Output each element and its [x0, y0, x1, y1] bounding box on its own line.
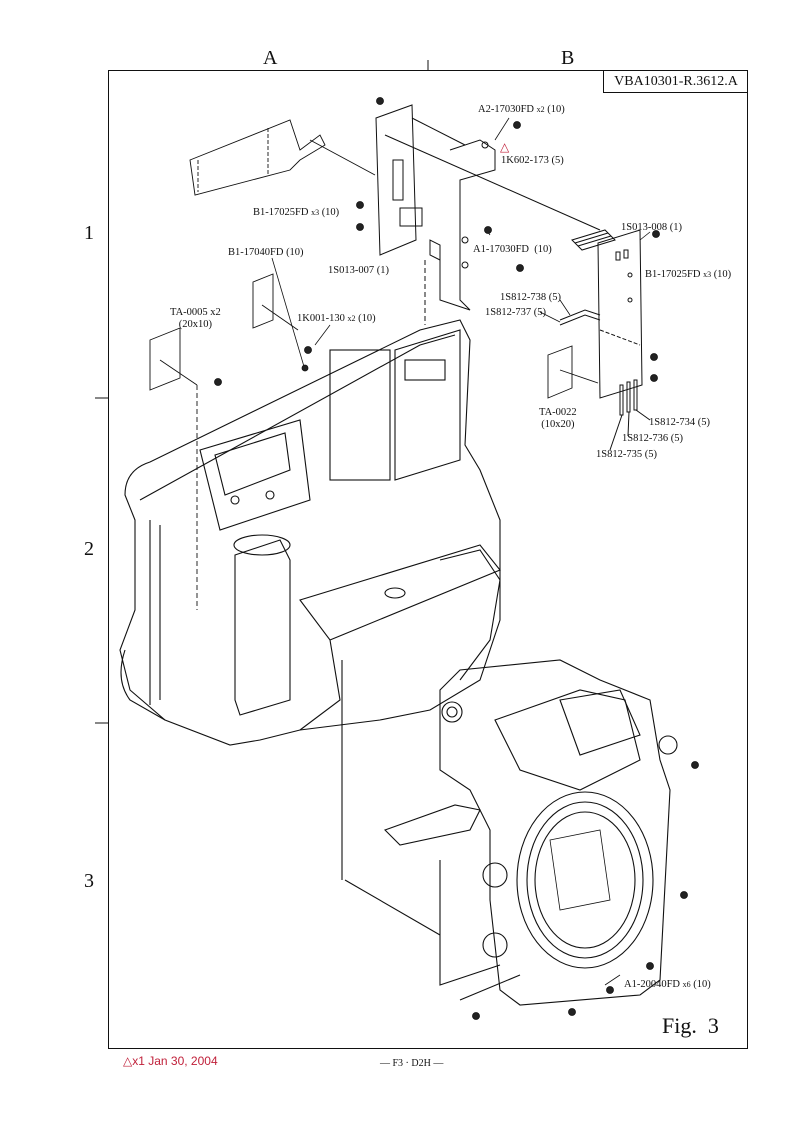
screw-icons — [214, 97, 699, 1020]
screw-icon — [680, 891, 688, 899]
part-label-1k001-130: 1K001-130 x2 (10) — [297, 313, 376, 324]
column-header-b: B — [561, 47, 575, 69]
column-header-a: A — [263, 47, 278, 69]
grid-ticks — [95, 60, 429, 724]
screw-icon — [304, 346, 312, 354]
screw-icon — [484, 226, 492, 234]
pcb-1s013-007 — [375, 104, 601, 256]
part-label-ta-0022: TA-0022(10x20) — [539, 407, 577, 430]
part-label-ta-0005: TA-0005 x2(20x10) — [170, 307, 221, 330]
part-label-1k602-173: △ — [500, 141, 509, 155]
bracket-1k602-173 — [424, 139, 496, 325]
leader-lines — [271, 117, 651, 986]
screw-icon — [356, 201, 364, 209]
figure-label: Fig. 3 — [662, 1013, 719, 1038]
page-code: — F3 · D2H — — [380, 1058, 444, 1069]
camera-body-chassis — [119, 319, 501, 746]
part-label-b1-17040fd: B1-17040FD (10) — [228, 247, 304, 258]
screw-icon — [650, 353, 658, 361]
part-label-a1-17030fd: A1-17030FD (10) — [473, 244, 552, 255]
screw-icon — [376, 97, 384, 105]
part-label-a1-20040fd: A1-20040FD x6 (10) — [624, 979, 711, 990]
screw-icon — [513, 121, 521, 129]
tape-pieces — [149, 273, 599, 610]
screw-icon — [568, 1008, 576, 1016]
part-label-1s812-738: 1S812-738 (5) — [500, 292, 561, 303]
connector-strips — [609, 379, 651, 451]
revision-note: △x1 Jan 30, 2004 — [123, 1054, 218, 1068]
part-label-1s812-736: 1S812-736 (5) — [622, 433, 683, 444]
part-label-b1-17025fd-right: B1-17025FD x3 (10) — [645, 269, 732, 280]
part-label-1k602-173-text: 1K602-173 (5) — [501, 155, 564, 166]
document-id: VBA10301-R.3612.A — [603, 71, 748, 93]
tape-ta-0005-a — [149, 327, 181, 391]
row-header-1: 1 — [84, 222, 94, 244]
part-label-b1-17025fd-left: B1-17025FD x3 (10) — [253, 207, 340, 218]
screw-icon — [691, 761, 699, 769]
pcb-1s013-008 — [559, 229, 643, 399]
screw-icon — [646, 962, 654, 970]
tape-ta-0005-b — [252, 273, 274, 329]
screw-icon — [356, 223, 364, 231]
drawing-frame — [108, 70, 748, 1049]
part-label-1s013-008: 1S013-008 (1) — [621, 222, 682, 233]
part-label-1s013-007: 1S013-007 (1) — [328, 265, 389, 276]
screw-icon — [214, 378, 222, 386]
part-label-1s812-734: 1S812-734 (5) — [649, 417, 710, 428]
mirror-box-assembly — [341, 659, 678, 1006]
part-label-1s812-735: 1S812-735 (5) — [596, 449, 657, 460]
triangle-icon: △ — [500, 140, 510, 154]
screw-icon — [301, 364, 309, 372]
screw-icon — [652, 230, 660, 238]
row-header-2: 2 — [84, 538, 94, 560]
part-label-1s812-737: 1S812-737 (5) — [485, 307, 546, 318]
row-header-3: 3 — [84, 870, 94, 892]
flex-cable — [189, 119, 376, 196]
part-label-a2-17030fd: A2-17030FD x2 (10) — [478, 104, 565, 115]
screw-icon — [606, 986, 614, 994]
screw-icon — [516, 264, 524, 272]
tape-ta-0022 — [547, 345, 573, 399]
screw-icon — [650, 374, 658, 382]
screw-icon — [472, 1012, 480, 1020]
